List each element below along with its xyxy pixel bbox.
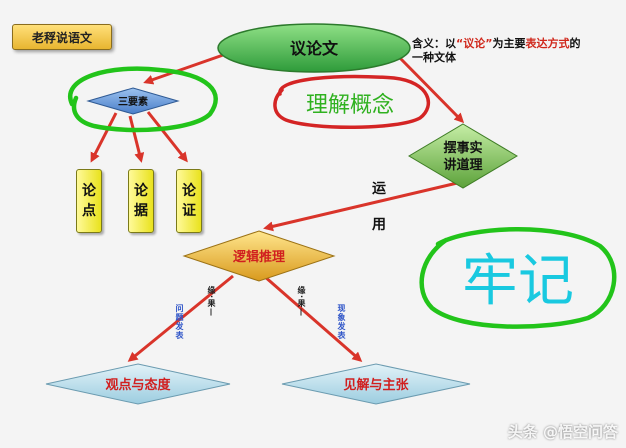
definition-prefix: 含义：以 bbox=[412, 37, 456, 50]
three-elements-text: 三要素 bbox=[118, 95, 148, 108]
definition-highlight: 表达方式 bbox=[525, 37, 570, 50]
element-point: 论 点 bbox=[76, 169, 102, 233]
outcome-text-right: 见解与主张 bbox=[343, 377, 409, 393]
three-elements-diamond bbox=[86, 87, 180, 115]
definition-suffix: 的 bbox=[569, 37, 581, 50]
left-annotation-top: 缘·果— bbox=[207, 286, 216, 318]
watermark: 头条 @悟空问答 bbox=[507, 423, 618, 441]
arrow-to-point bbox=[90, 112, 118, 163]
outcome-diamond-right bbox=[281, 363, 471, 405]
arrow-reasoning-to-left bbox=[127, 274, 234, 362]
arrow-reasoning-to-right bbox=[263, 274, 363, 362]
arrow-to-evidence bbox=[128, 115, 145, 163]
element-evidence-char1: 论 bbox=[134, 183, 148, 199]
definition-text: 含义：以“议论”为主要表达方式的 一种文体 bbox=[412, 37, 612, 65]
handwritten-understand: 理解概念 bbox=[306, 93, 394, 118]
definition-line2: 一种文体 bbox=[412, 51, 456, 64]
outcome-diamond-left bbox=[45, 363, 231, 405]
outcome-text-left: 观点与态度 bbox=[105, 377, 171, 393]
right-annotation-bottom: 现象发表 bbox=[337, 304, 346, 340]
arrow-to-argument bbox=[146, 111, 188, 163]
element-argument-char1: 论 bbox=[182, 183, 196, 199]
element-argument: 论 证 bbox=[176, 169, 202, 233]
apply-char2: 用 bbox=[372, 217, 386, 233]
reasoning-diamond bbox=[182, 230, 336, 282]
definition-middle: 为主要 bbox=[492, 37, 526, 50]
handwritten-remember: 牢记 bbox=[462, 249, 574, 314]
green-circle-three-elements bbox=[68, 66, 218, 133]
arrows bbox=[90, 52, 471, 362]
left-annotation-bottom: 问题发表 bbox=[175, 304, 184, 340]
green-circle-remember bbox=[419, 227, 617, 329]
element-point-char2: 点 bbox=[82, 203, 96, 219]
method-line2: 讲道理 bbox=[443, 157, 482, 173]
definition-term: “议论” bbox=[456, 37, 493, 50]
method-line1: 摆事实 bbox=[443, 140, 482, 156]
element-evidence: 论 据 bbox=[128, 169, 154, 233]
title-ellipse bbox=[217, 23, 411, 73]
title-text: 议论文 bbox=[290, 39, 339, 58]
element-argument-char2: 证 bbox=[182, 203, 196, 219]
apply-char1: 运 bbox=[372, 181, 386, 197]
arrow-title-to-elements bbox=[143, 52, 227, 85]
arrow-title-to-method bbox=[398, 56, 465, 124]
red-circle-understand bbox=[273, 74, 431, 129]
element-point-char1: 论 bbox=[82, 183, 96, 199]
author-badge: 老稃说语文 bbox=[12, 24, 112, 50]
right-annotation-top: 缘·果— bbox=[297, 286, 306, 318]
method-diamond bbox=[408, 123, 518, 189]
arrow-method-to-reasoning bbox=[263, 178, 471, 232]
element-evidence-char2: 据 bbox=[134, 203, 148, 219]
reasoning-text: 逻辑推理 bbox=[233, 249, 285, 265]
